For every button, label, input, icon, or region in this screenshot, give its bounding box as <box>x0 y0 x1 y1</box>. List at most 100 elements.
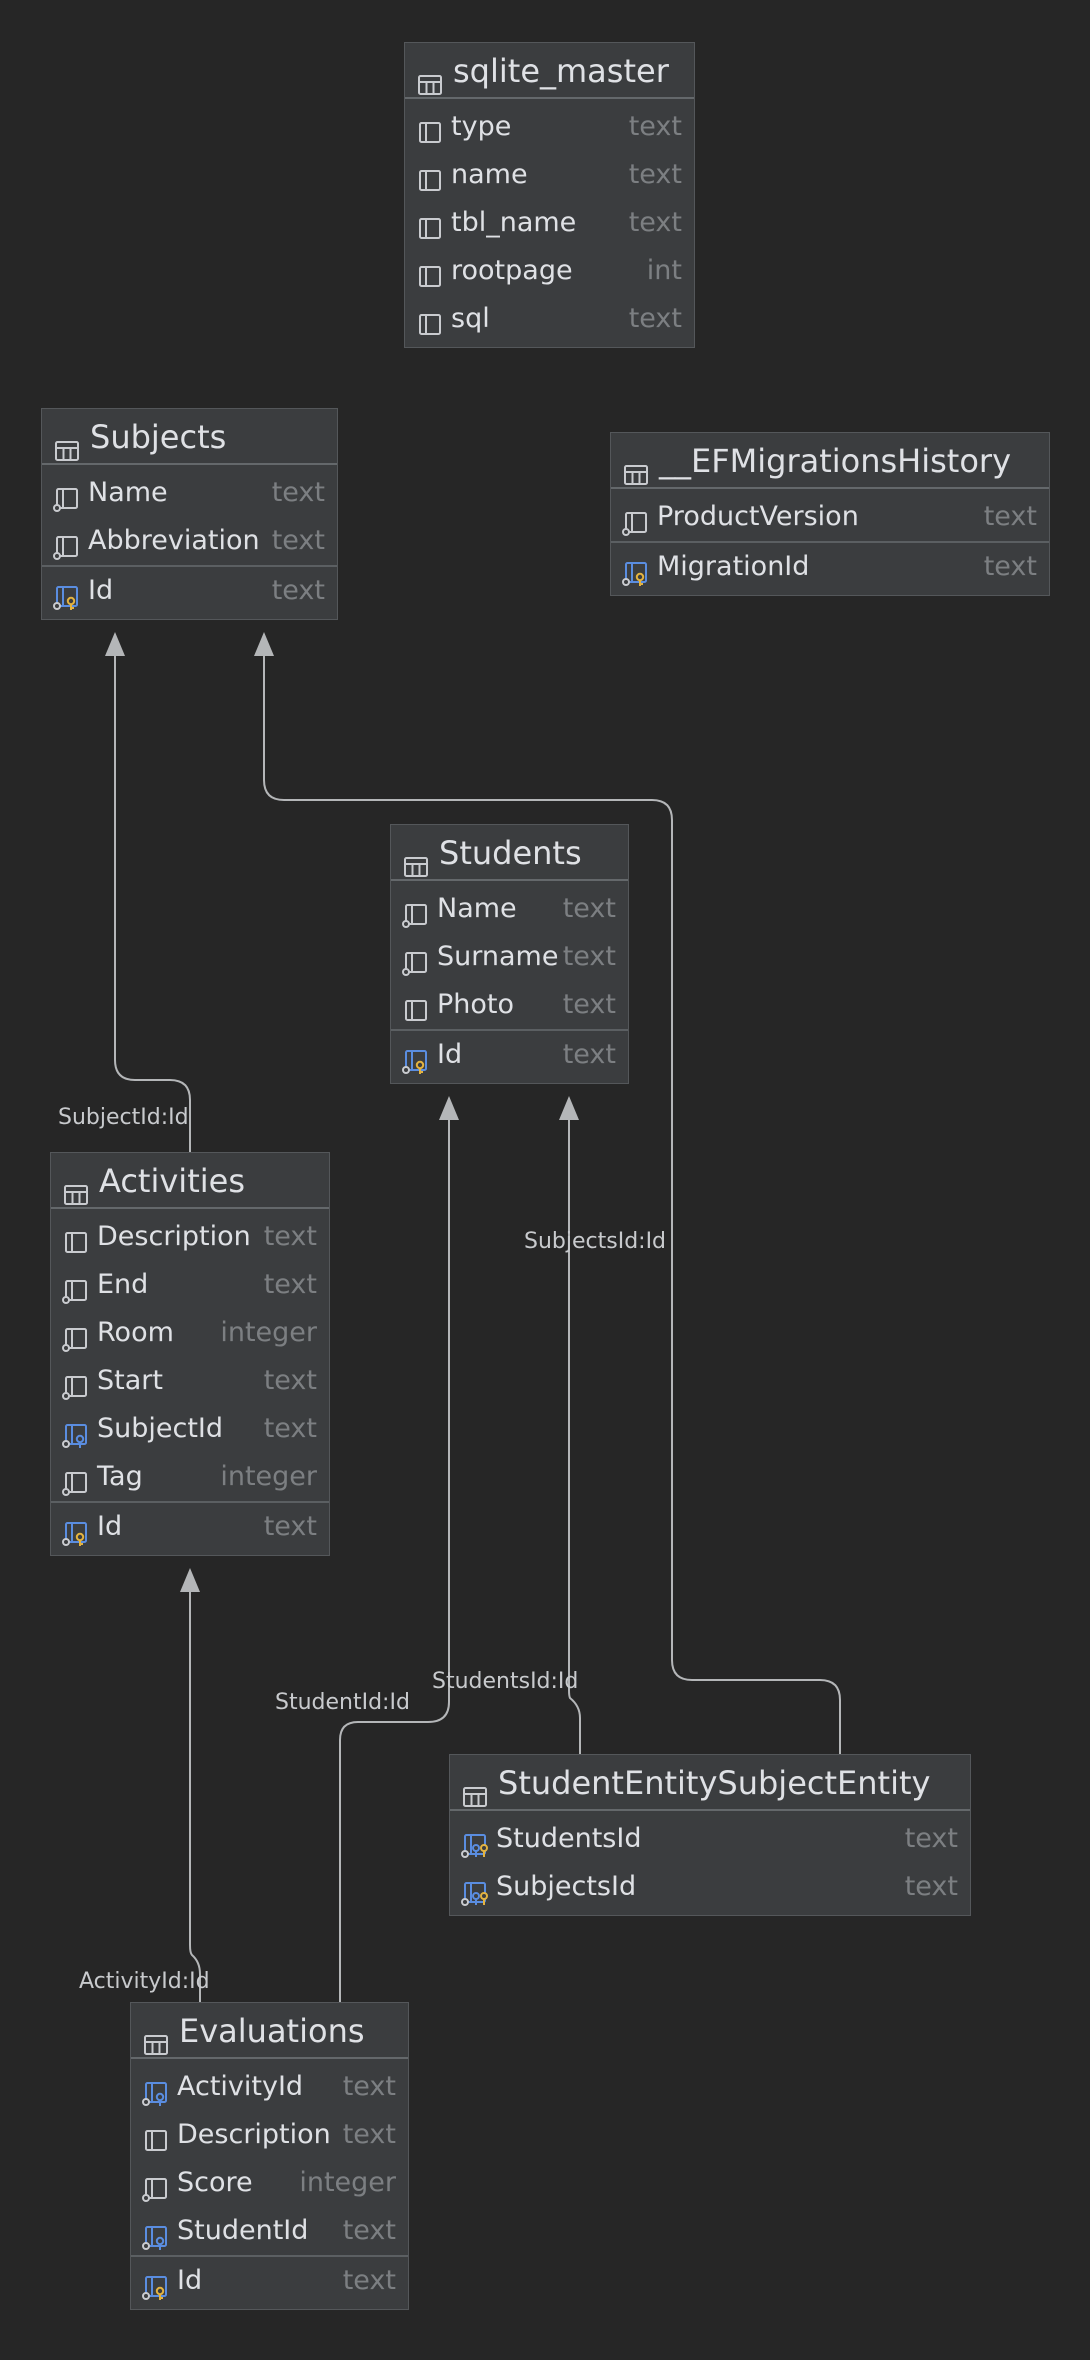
field-row[interactable]: Start text <box>51 1357 329 1405</box>
column-icon <box>415 259 445 287</box>
field-type: text <box>562 989 616 1020</box>
field-type: text <box>342 2265 396 2296</box>
field-type: text <box>342 2215 396 2246</box>
field-row[interactable]: Id text <box>391 1029 628 1079</box>
field-row[interactable]: Id text <box>131 2255 408 2305</box>
column-icon <box>415 115 445 143</box>
field-name: Start <box>97 1365 163 1396</box>
field-type: text <box>263 1413 317 1444</box>
field-row[interactable]: Tag integer <box>51 1453 329 1501</box>
field-name: MigrationId <box>657 551 810 582</box>
primary-key-icon <box>141 2269 171 2300</box>
field-name: ProductVersion <box>657 501 859 532</box>
not-null-column-icon <box>61 1465 91 1496</box>
table-header[interactable]: Students <box>391 825 628 881</box>
field-row[interactable]: StudentId text <box>131 2207 408 2255</box>
relation-line-sese-students <box>568 1114 581 1754</box>
table-header[interactable]: __EFMigrationsHistory <box>611 433 1049 489</box>
table-header[interactable]: sqlite_master <box>405 43 694 99</box>
primary-key-icon <box>61 1515 91 1546</box>
field-name: name <box>451 159 528 190</box>
field-type: text <box>628 303 682 334</box>
table-header[interactable]: Evaluations <box>131 2003 408 2059</box>
arrowhead-students-right <box>559 1096 579 1120</box>
table-header[interactable]: Activities <box>51 1153 329 1209</box>
field-row[interactable]: SubjectId text <box>51 1405 329 1453</box>
table-icon <box>54 424 80 461</box>
field-type: text <box>628 111 682 142</box>
arrowhead-subjects-right <box>254 632 274 656</box>
field-type: text <box>263 1365 317 1396</box>
not-null-column-icon <box>61 1321 91 1352</box>
field-type: text <box>263 1269 317 1300</box>
table-name: Evaluations <box>179 2012 365 2050</box>
field-type: text <box>628 207 682 238</box>
field-name: Name <box>437 893 517 924</box>
relation-label-evaluations-activities: ActivityId:Id <box>79 1969 210 1994</box>
not-null-column-icon <box>621 505 651 536</box>
table-header[interactable]: Subjects <box>42 409 337 465</box>
primary-foreign-key-icon <box>460 1827 490 1858</box>
field-type: integer <box>220 1317 317 1348</box>
field-type: integer <box>220 1461 317 1492</box>
relation-line-evaluations-students <box>339 1114 450 2002</box>
primary-key-icon <box>401 1043 431 1074</box>
column-icon <box>141 2123 171 2151</box>
relation-label-sese-subjects: SubjectsId:Id <box>524 1229 667 1254</box>
field-row[interactable]: Photo text <box>391 981 628 1029</box>
field-type: integer <box>299 2167 396 2198</box>
field-name: Id <box>177 2265 203 2296</box>
relation-label-sese-students: StudentsId:Id <box>432 1669 579 1694</box>
not-null-column-icon <box>401 945 431 976</box>
foreign-key-icon <box>141 2219 171 2250</box>
field-type: text <box>562 1039 616 1070</box>
field-row[interactable]: Name text <box>391 885 628 933</box>
field-name: SubjectId <box>97 1413 224 1444</box>
table-header[interactable]: StudentEntitySubjectEntity <box>450 1755 970 1811</box>
relation-label-evaluations-students: StudentId:Id <box>275 1690 410 1715</box>
field-type: text <box>562 941 616 972</box>
field-row[interactable]: Room integer <box>51 1309 329 1357</box>
field-name: Room <box>97 1317 174 1348</box>
field-type: text <box>342 2119 396 2150</box>
field-name: Photo <box>437 989 515 1020</box>
field-type: text <box>342 2071 396 2102</box>
field-name: Id <box>437 1039 463 1070</box>
not-null-column-icon <box>52 481 82 512</box>
column-icon <box>401 993 431 1021</box>
column-icon <box>415 211 445 239</box>
field-type: text <box>263 1221 317 1252</box>
field-type: text <box>562 893 616 924</box>
foreign-key-icon <box>141 2075 171 2106</box>
field-name: Tag <box>97 1461 143 1492</box>
field-name: SubjectsId <box>496 1871 637 1902</box>
field-name: StudentId <box>177 2215 309 2246</box>
relation-line-sese-subjects <box>263 650 841 1754</box>
